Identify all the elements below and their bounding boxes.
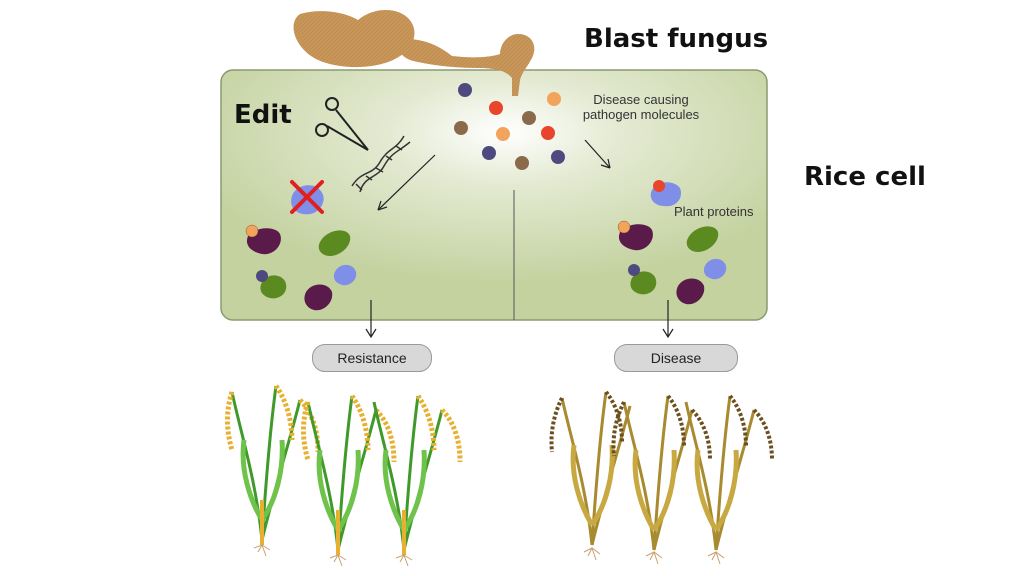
plant-proteins-right <box>617 180 727 305</box>
molecule <box>482 146 496 160</box>
pathogen-molecules <box>454 83 565 170</box>
molecule <box>458 83 472 97</box>
pathogen-molecules-label-line1: Disease causing <box>593 92 689 107</box>
scissors-icon <box>315 97 369 151</box>
diseased-plant <box>611 394 712 565</box>
molecule <box>522 111 536 125</box>
molecule <box>541 126 555 140</box>
healthy-rice-plants <box>225 384 463 567</box>
plant-proteins-left <box>245 224 357 311</box>
disease-badge: Disease <box>614 344 738 372</box>
molecule <box>496 127 510 141</box>
healthy-plant <box>225 384 321 557</box>
molecule <box>489 101 503 115</box>
resistance-badge: Resistance <box>312 344 432 372</box>
molecule <box>454 121 468 135</box>
diseased-plant <box>549 390 632 561</box>
blast-fungus-label: Blast fungus <box>584 24 769 54</box>
molecule <box>551 150 565 164</box>
flow-arrows <box>365 139 674 339</box>
blocked-protein <box>290 180 324 215</box>
plant-proteins-label: Plant proteins <box>674 204 754 219</box>
pathogen-molecules-label-line2: pathogen molecules <box>582 107 700 122</box>
pathogen-molecules-label: Disease causing pathogen molecules <box>566 92 716 122</box>
molecule <box>547 92 561 106</box>
edit-label: Edit <box>234 100 292 130</box>
molecule <box>515 156 529 170</box>
healthy-plant <box>301 394 397 567</box>
dna-icon <box>351 135 411 193</box>
diseased-rice-plants <box>549 390 774 565</box>
blast-fungus <box>293 9 535 96</box>
diseased-plant <box>684 394 774 565</box>
cross-mark-icon <box>290 180 324 214</box>
rice-cell-label: Rice cell <box>804 162 926 192</box>
rice-cell <box>220 69 768 321</box>
healthy-plant <box>372 394 463 567</box>
